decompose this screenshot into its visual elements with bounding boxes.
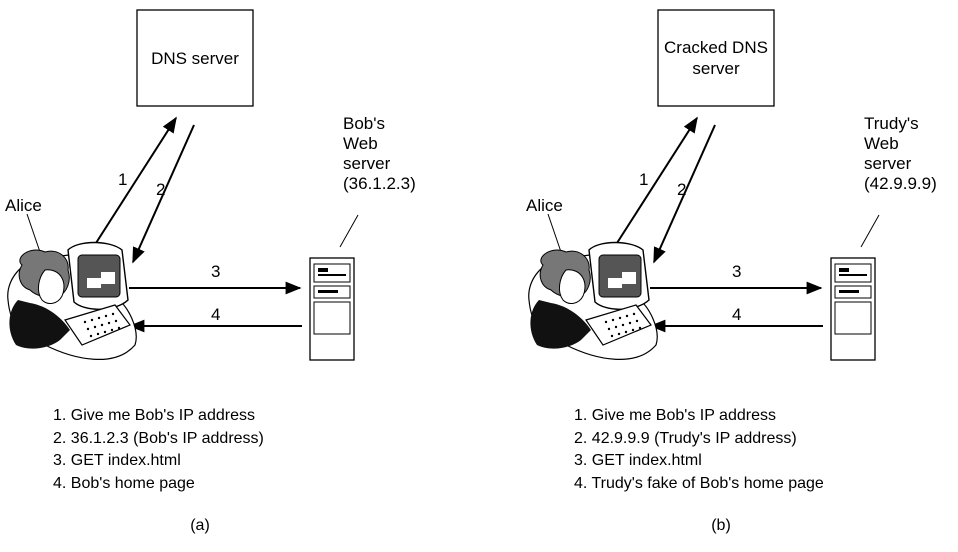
arrow-3-label: 3 — [211, 262, 221, 281]
arrow-1-label: 1 — [118, 170, 128, 189]
arrow-1-to-dns — [95, 116, 177, 244]
client-label: Alice — [5, 196, 42, 215]
step-4: 4. Bob's home page — [53, 474, 195, 492]
server-label: Bob's Web server (36.1.2.3) — [343, 114, 416, 193]
panel-b-drawing — [528, 9, 880, 361]
step-2: 2. 42.9.9.9 (Trudy's IP address) — [574, 429, 797, 447]
panel-a-drawing — [7, 9, 359, 361]
dns-server-box — [136, 9, 254, 107]
dns-server-label: Cracked DNS server — [664, 38, 768, 78]
arrow-4-label: 4 — [732, 305, 742, 324]
step-2: 2. 36.1.2.3 (Bob's IP address) — [53, 429, 264, 447]
web-server-tower — [309, 257, 355, 361]
dns-server-box — [657, 9, 775, 107]
arrow-1-to-dns — [616, 116, 698, 244]
arrow-4-label: 4 — [211, 305, 221, 324]
server-label: Trudy's Web server (42.9.9.9) — [864, 114, 937, 193]
step-4: 4. Trudy's fake of Bob's home page — [574, 474, 824, 492]
server-pointer — [860, 214, 880, 248]
panel-caption: (a) — [190, 517, 210, 534]
alice-illustration — [7, 241, 137, 361]
alice-illustration — [528, 241, 658, 361]
panel-a: DNS server 1 2 3 4 Alice Bob's Web serve… — [5, 9, 416, 534]
alice-pointer — [26, 213, 41, 253]
arrow-1-label: 1 — [639, 170, 649, 189]
step-1: 1. Give me Bob's IP address — [574, 407, 776, 424]
alice-pointer — [547, 213, 562, 253]
step-list: 1. Give me Bob's IP address 2. 42.9.9.9 … — [574, 405, 824, 495]
panel-caption: (b) — [711, 517, 731, 534]
arrow-2-label: 2 — [677, 180, 687, 199]
client-label: Alice — [526, 196, 563, 215]
step-3: 3. GET index.html — [574, 452, 702, 469]
arrow-2-from-dns — [132, 124, 195, 264]
step-3: 3. GET index.html — [53, 452, 181, 469]
server-pointer — [339, 214, 359, 248]
panel-b: Cracked DNS server 1 2 3 4 Alice Trudy's… — [521, 0, 958, 552]
step-list: 1. Give me Bob's IP address 2. 36.1.2.3 … — [53, 405, 264, 495]
arrow-2-label: 2 — [156, 180, 166, 199]
dns-server-label: DNS server — [151, 48, 239, 68]
web-server-tower — [830, 257, 876, 361]
step-1: 1. Give me Bob's IP address — [53, 407, 255, 424]
arrow-3-label: 3 — [732, 262, 742, 281]
arrow-2-from-dns — [653, 124, 716, 264]
